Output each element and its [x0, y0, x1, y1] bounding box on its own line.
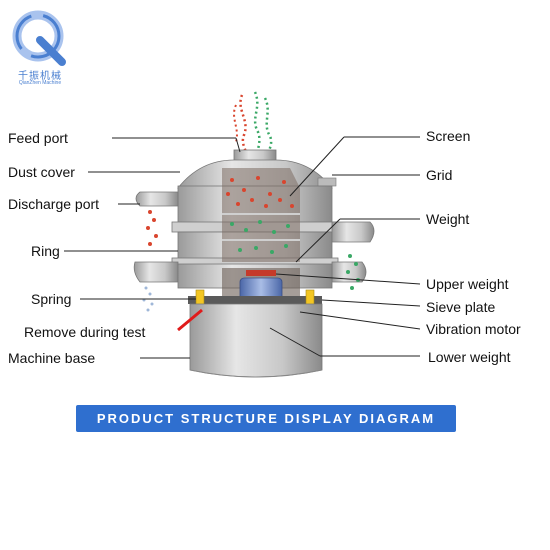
- logo-q-icon: [12, 10, 66, 66]
- sieve-plate-shape: [188, 296, 322, 304]
- logo-chinese-text: 千振机械: [18, 71, 62, 82]
- logo-english-text: QianZhen Machine: [18, 80, 62, 86]
- label-weight: Weight: [426, 211, 470, 227]
- red-particles: [226, 176, 294, 208]
- discharge-port-left: [135, 191, 179, 207]
- label-discharge-port: Discharge port: [8, 196, 100, 212]
- machine-base-shape: [189, 303, 323, 378]
- label-sieve-plate: Sieve plate: [426, 299, 496, 315]
- sieve-machine-diagram: [64, 91, 421, 378]
- label-machine-base: Machine base: [8, 350, 96, 366]
- title-banner: PRODUCT STRUCTURE DISPLAY DIAGRAM: [76, 405, 456, 432]
- brand-logo: 千振机械 QianZhen Machine: [10, 8, 70, 88]
- label-feed-port: Feed port: [8, 130, 68, 146]
- label-grid: Grid: [426, 167, 453, 183]
- green-particles: [230, 220, 290, 254]
- label-lower-weight: Lower weight: [428, 349, 511, 365]
- label-screen: Screen: [426, 128, 471, 144]
- label-upper-weight: Upper weight: [426, 276, 509, 292]
- label-ring: Ring: [31, 243, 60, 259]
- label-dust-cover: Dust cover: [8, 164, 75, 180]
- leader-lines: [64, 136, 421, 359]
- remove-during-test-pointer: [177, 308, 203, 332]
- label-remove-during-test: Remove during test: [24, 324, 146, 340]
- label-spring: Spring: [31, 291, 72, 307]
- label-vibration-motor: Vibration motor: [426, 321, 521, 337]
- upper-weight-shape: [246, 270, 276, 276]
